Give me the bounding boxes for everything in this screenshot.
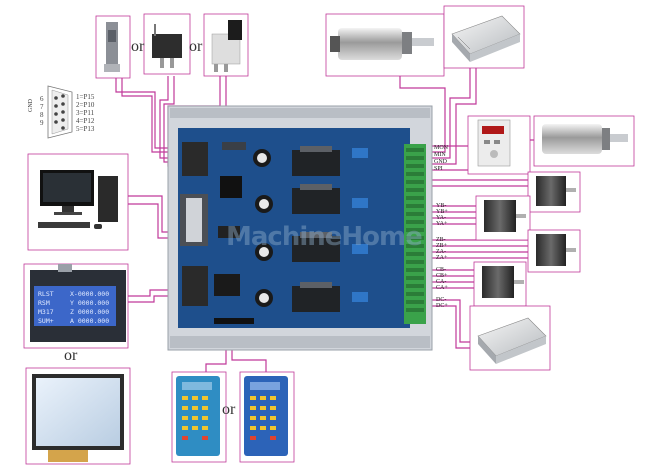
limit-switch-1 [95,15,131,79]
terminal-label-yb-plus: YB+ [436,209,448,215]
db9-ground-label: GND [28,99,34,112]
db9-pin-8: 8 [40,111,44,119]
spindle-motor-right [533,115,635,167]
terminal-label-dc-minus: DC- [436,297,447,303]
or-separator-1: or [131,38,145,55]
pendant-1 [171,371,227,463]
stepper-motor-4 [473,261,527,307]
terminal-label-zb-plus: ZB+ [436,243,448,249]
db9-map-2: 2=P10 [76,101,95,109]
terminal-label-spi: SPI [434,166,443,172]
or-separator-lcd: or [64,347,78,364]
pendant-2 [239,371,295,463]
computer [27,153,129,251]
power-supply-top [443,5,525,69]
terminal-label-ca-minus: CA- [436,279,447,285]
terminal-label-ca-plus: CA+ [436,285,448,291]
inverter [467,115,531,175]
lcd-line-2-value: Y 0000.000 [70,299,110,307]
terminal-label-dc-plus: DC+ [436,303,448,309]
terminal-label-zb-minus: ZB- [436,237,446,243]
terminal-label-gnd: GND [434,159,447,165]
terminal-label-yb-minus: YB- [436,203,447,209]
lcd-line-3-label: M317 [38,308,54,316]
power-supply-bottom [469,305,551,371]
lcd-screen [25,367,131,465]
terminal-label-za-minus: ZA- [436,249,446,255]
lcd-line-1-label: RLST [38,290,54,298]
terminal-label-cb-minus: CB- [436,267,447,273]
db9-pin-6: 6 [40,95,44,103]
lcd-line-2-label: RSM [38,299,50,307]
db9-pin-9: 9 [40,119,44,127]
limit-switch-2 [143,13,191,75]
lcd-module [23,263,129,349]
db9-connector [47,85,73,139]
db9-pin-7: 7 [40,103,44,111]
db9-map-4: 4=P12 [76,117,95,125]
lcd-line-3-value: Z 0000.000 [70,308,110,316]
terminal-label-mon: MON [434,145,449,151]
db9-map-3: 3=P11 [76,109,95,117]
lcd-line-1-value: X-0000.000 [70,290,110,298]
controller-board [167,105,433,351]
db9-map-5: 5=P13 [76,125,95,133]
spindle-motor-top [325,13,445,77]
db9-map-1: 1=P15 [76,93,95,101]
terminal-label-ya-minus: YA- [436,215,446,221]
lcd-line-4-value: A 0000.000 [70,317,110,325]
terminal-label-ya-plus: YA+ [436,221,448,227]
or-separator-2: or [189,38,203,55]
limit-switch-3 [203,13,249,77]
terminal-label-min: MIN [434,152,446,158]
stepper-motor-3 [527,229,581,273]
watermark: MachineHome [226,222,423,252]
lcd-line-4-label: SUM+ [38,317,54,325]
or-separator-pendant: or [222,401,236,418]
stepper-motor-1 [527,171,581,213]
terminal-label-za-plus: ZA+ [436,255,448,261]
stepper-motor-2 [475,195,531,241]
terminal-label-cb-plus: CB+ [436,273,448,279]
